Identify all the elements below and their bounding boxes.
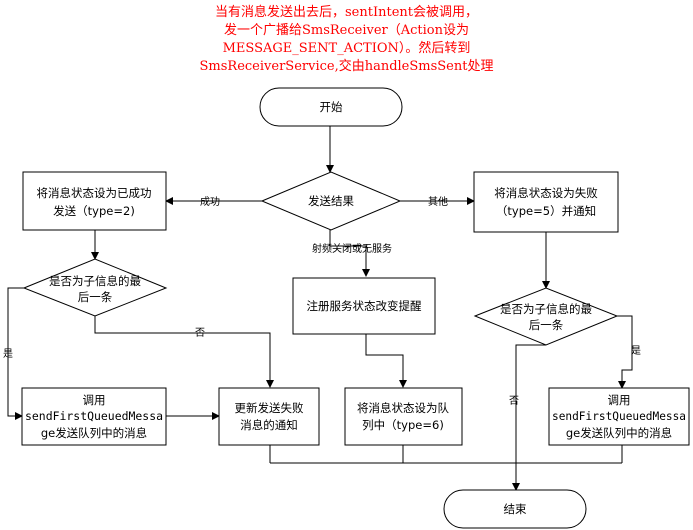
send-queued-right-label-1: 调用: [608, 393, 631, 407]
set-failed-label-2: （type=5）并通知: [496, 204, 596, 218]
set-queued-label-1: 将消息状态设为队: [357, 401, 449, 415]
edge-label-no-right: 否: [509, 395, 519, 407]
is-last-right-label-1: 是否为子信息的最: [500, 302, 592, 316]
is-last-left-label-2: 后一条: [78, 290, 113, 304]
edge-labels: 成功 其他 射频关闭或无服务 否 是 否 是: [3, 195, 641, 407]
set-success-box: [22, 171, 167, 231]
title-line-3: MESSAGE_SENT_ACTION）。然后转到: [222, 41, 471, 56]
send-queued-left-label-3: ge发送队列中的消息: [41, 426, 147, 440]
start-terminator: [259, 87, 403, 127]
update-failed-box: [218, 387, 320, 446]
register-service-box: [292, 277, 436, 335]
update-failed-label-1: 更新发送失败: [235, 401, 304, 415]
set-queued-label-2: 列中（type=6): [362, 418, 444, 432]
edge-label-success: 成功: [200, 196, 220, 208]
set-failed-label-1: 将消息状态设为失败: [494, 186, 598, 200]
edge-label-yes-right: 是: [631, 345, 641, 357]
is-last-left-decision: [22, 258, 168, 317]
edge-label-other: 其他: [428, 195, 448, 208]
set-success-label-1: 将消息状态设为已成功: [37, 186, 152, 200]
is-last-right-label-2: 后一条: [529, 318, 564, 332]
edge-register-to-queued: [365, 334, 407, 388]
edge-label-no-left: 否: [195, 327, 205, 339]
send-queued-right-label-3: ge发送队列中的消息: [566, 426, 672, 440]
node-labels: 开始 发送结果 将消息状态设为已成功 发送（type=2) 将消息状态设为失败 …: [25, 100, 686, 516]
end-label: 结束: [504, 502, 527, 516]
edge-radio-off: [329, 230, 370, 277]
is-last-left-label-1: 是否为子信息的最: [49, 274, 141, 288]
update-failed-label-2: 消息的通知: [240, 418, 298, 432]
end-terminator: [443, 489, 587, 529]
edge-no-left: [94, 316, 274, 388]
start-label: 开始: [320, 100, 343, 114]
title-line-2: 发一个广播给SmsReceiver（Action设为: [223, 23, 470, 38]
connectors: [7, 126, 633, 491]
title-line-1: 当有消息发送出去后，sentIntent会被调用，: [215, 5, 478, 20]
set-success-label-2: 发送（type=2): [53, 204, 135, 218]
edge-no-right: [512, 344, 546, 491]
shapes: [21, 87, 690, 529]
send-queued-right-box: [548, 387, 690, 446]
edge-yes-left: [7, 287, 24, 420]
is-last-right-decision: [473, 287, 619, 346]
send-result-decision: [260, 171, 402, 231]
set-failed-box: [473, 171, 619, 233]
register-service-label: 注册服务状态改变提醒: [307, 299, 422, 313]
send-queued-left-label-1: 调用: [83, 393, 106, 407]
edge-label-yes-left: 是: [3, 348, 13, 360]
edge-label-radio-off: 射频关闭或无服务: [312, 242, 392, 255]
send-result-label: 发送结果: [308, 194, 354, 208]
edge-yes-right: [617, 315, 633, 389]
title-line-4: SmsReceiverService,交由handleSmsSent处理: [199, 59, 494, 74]
send-queued-right-label-2: sendFirstQueuedMessa: [552, 409, 686, 423]
set-queued-box: [344, 387, 463, 446]
send-queued-left-box: [21, 387, 167, 446]
send-queued-left-label-2: sendFirstQueuedMessa: [25, 409, 163, 423]
